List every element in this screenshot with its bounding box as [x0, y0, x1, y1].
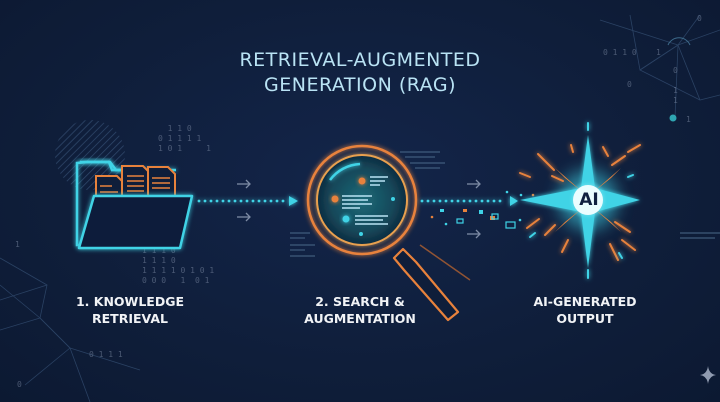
binary-decoration: 0: [697, 14, 702, 23]
binary-decoration: 1: [686, 115, 691, 124]
binary-decoration: 0: [17, 380, 22, 389]
binary-decoration: 1: [15, 240, 20, 249]
binary-decoration: 0 1 1 0 1: [603, 48, 661, 57]
binary-decoration: 1 1 0 0 1 1 1 1 1 0 1 1: [158, 124, 211, 153]
ai-starburst-icon: [519, 122, 641, 279]
ai-badge-text: AI: [579, 190, 599, 210]
dotted-arrow-2: [420, 196, 518, 206]
binary-decoration: 0: [627, 80, 632, 89]
step-label-line2: AUGMENTATION: [304, 311, 416, 326]
step-label-line1: 1. KNOWLEDGE: [75, 294, 185, 309]
step-label-line1: 2. SEARCH &: [315, 294, 405, 309]
sparkle-icon: [700, 366, 716, 384]
binary-decoration: 0 1 1: [673, 66, 678, 105]
step-label-line2: OUTPUT: [556, 311, 614, 326]
binary-decoration: 0 1 1 1: [89, 350, 123, 359]
dotted-arrow-1: [197, 196, 298, 206]
step-label-line2: RETRIEVAL: [92, 311, 168, 326]
folder-with-documents-icon: [75, 160, 194, 250]
data-particles-decoration: [430, 190, 535, 229]
magnifying-glass-icon: [306, 144, 460, 322]
step-label-line1: AI-GENERATED: [533, 294, 637, 309]
step-label-knowledge-retrieval: 1. KNOWLEDGE RETRIEVAL: [45, 293, 215, 327]
step-label-search-augmentation: 2. SEARCH & AUGMENTATION: [275, 293, 445, 327]
small-arrows-decoration: [237, 179, 481, 239]
diagram-title-line2: GENERATION (RAG): [264, 74, 456, 96]
diagram-title-line1: RETRIEVAL-AUGMENTED: [239, 49, 481, 71]
step-label-ai-generated-output: AI-GENERATED OUTPUT: [500, 293, 670, 327]
